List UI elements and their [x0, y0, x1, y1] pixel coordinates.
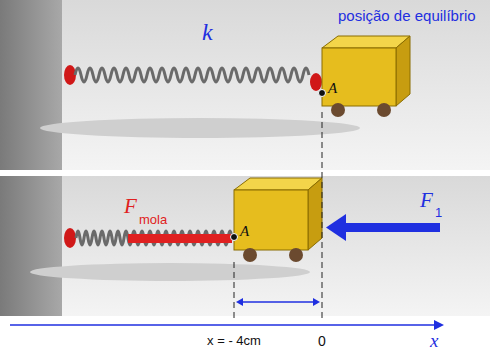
wall	[0, 0, 62, 170]
point-label: A	[240, 224, 249, 239]
cart-top	[234, 178, 322, 190]
cart	[322, 48, 396, 106]
dashed-guide	[322, 112, 323, 322]
axis-name: x	[430, 331, 438, 350]
force-arrow	[345, 223, 440, 232]
spring	[75, 68, 309, 82]
displacement-arrow	[240, 301, 316, 303]
x-axis	[10, 324, 436, 326]
wheel	[331, 103, 345, 117]
spring-clip	[310, 73, 322, 91]
force-arrowhead	[326, 214, 346, 241]
arrowhead	[236, 298, 243, 306]
shadow	[30, 263, 310, 281]
axis-value: x = - 4cm	[207, 334, 261, 347]
force-subscript: 1	[435, 206, 442, 219]
cart	[234, 190, 308, 250]
spring	[76, 231, 232, 245]
wall	[0, 176, 62, 316]
wheel	[377, 103, 391, 117]
point-a	[319, 90, 326, 97]
panel-ground	[0, 176, 490, 316]
cart-side	[308, 178, 322, 250]
axis-value: 0	[318, 334, 326, 348]
point-a	[231, 234, 238, 241]
wheel	[289, 248, 303, 262]
cart-top	[322, 36, 410, 48]
force-subscript: mola	[139, 213, 167, 226]
wheel	[243, 248, 257, 262]
cart-side	[396, 36, 410, 106]
spring-clip	[64, 65, 76, 85]
spring-force-arrow	[128, 234, 232, 243]
point-label: A	[328, 81, 337, 96]
force-symbol: F	[124, 196, 137, 217]
axis-arrowhead	[434, 320, 444, 330]
equilibrium-label: posição de equilíbrio	[338, 8, 476, 23]
shadow	[40, 118, 360, 138]
force-symbol: F	[420, 190, 433, 211]
spring-constant: k	[202, 20, 213, 44]
spring-clip	[64, 228, 76, 248]
panel-ground	[0, 0, 490, 170]
arrowhead	[313, 298, 320, 306]
dashed-guide	[234, 262, 235, 322]
